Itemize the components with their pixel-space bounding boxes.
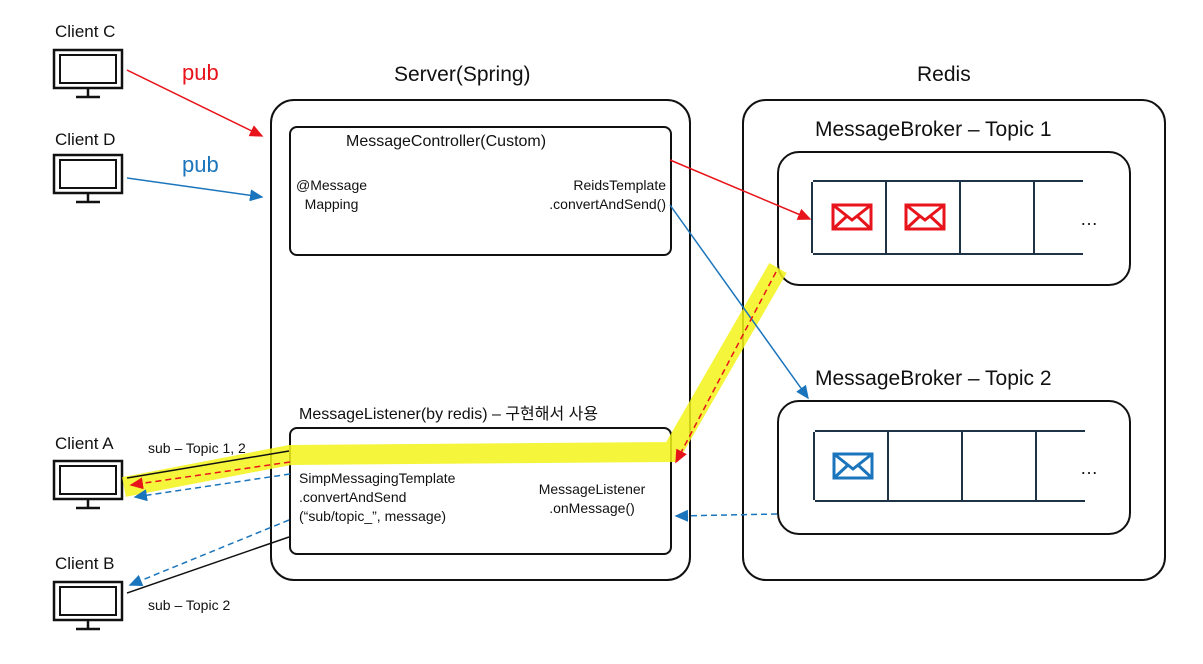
deliver-arrow-b	[128, 519, 290, 587]
topic2-title: MessageBroker – Topic 2	[815, 367, 1052, 390]
message-listener-title: MessageListener(by redis) – 구현해서 사용	[299, 406, 599, 423]
sub-label-a: sub – Topic 1, 2	[148, 440, 246, 456]
topic1-ellipsis: …	[1080, 209, 1098, 229]
pub-label-d: pub	[182, 152, 219, 177]
message-controller-box	[289, 126, 672, 256]
client-d-label: Client D	[55, 130, 116, 149]
deliver-arrow-a-blue	[133, 473, 291, 502]
monitor-icon	[52, 153, 124, 204]
envelope-icon	[904, 203, 946, 231]
redis-template-label: ReidsTemplate .convertAndSend()	[549, 177, 666, 212]
topic1-title: MessageBroker – Topic 1	[815, 118, 1052, 141]
on-message-label: MessageListener .onMessage()	[538, 481, 646, 516]
sub-line-b	[126, 536, 290, 594]
topic2-queue	[813, 430, 1085, 502]
redis-title: Redis	[917, 63, 971, 86]
server-title: Server(Spring)	[394, 63, 531, 86]
client-c-label: Client C	[55, 22, 116, 41]
sub-label-b: sub – Topic 2	[148, 597, 231, 613]
pub-label-c: pub	[182, 60, 219, 85]
message-controller-title: MessageController(Custom)	[346, 133, 547, 150]
client-b-label: Client B	[55, 554, 115, 573]
monitor-icon	[52, 48, 124, 99]
monitor-icon	[52, 580, 124, 631]
message-mapping-label: @Message Mapping	[296, 177, 368, 212]
topic2-ellipsis: …	[1080, 458, 1098, 478]
client-a-label: Client A	[55, 434, 114, 453]
envelope-icon	[832, 452, 874, 480]
monitor-icon	[52, 459, 124, 510]
simp-messaging-label: SimpMessagingTemplate .convertAndSend (“…	[299, 470, 456, 524]
envelope-icon	[831, 203, 873, 231]
topic1-queue	[811, 180, 1083, 255]
topic2-broker-box	[777, 400, 1131, 535]
deliver-arrow-a-red	[129, 461, 291, 490]
pub-arrow-d	[126, 177, 264, 202]
